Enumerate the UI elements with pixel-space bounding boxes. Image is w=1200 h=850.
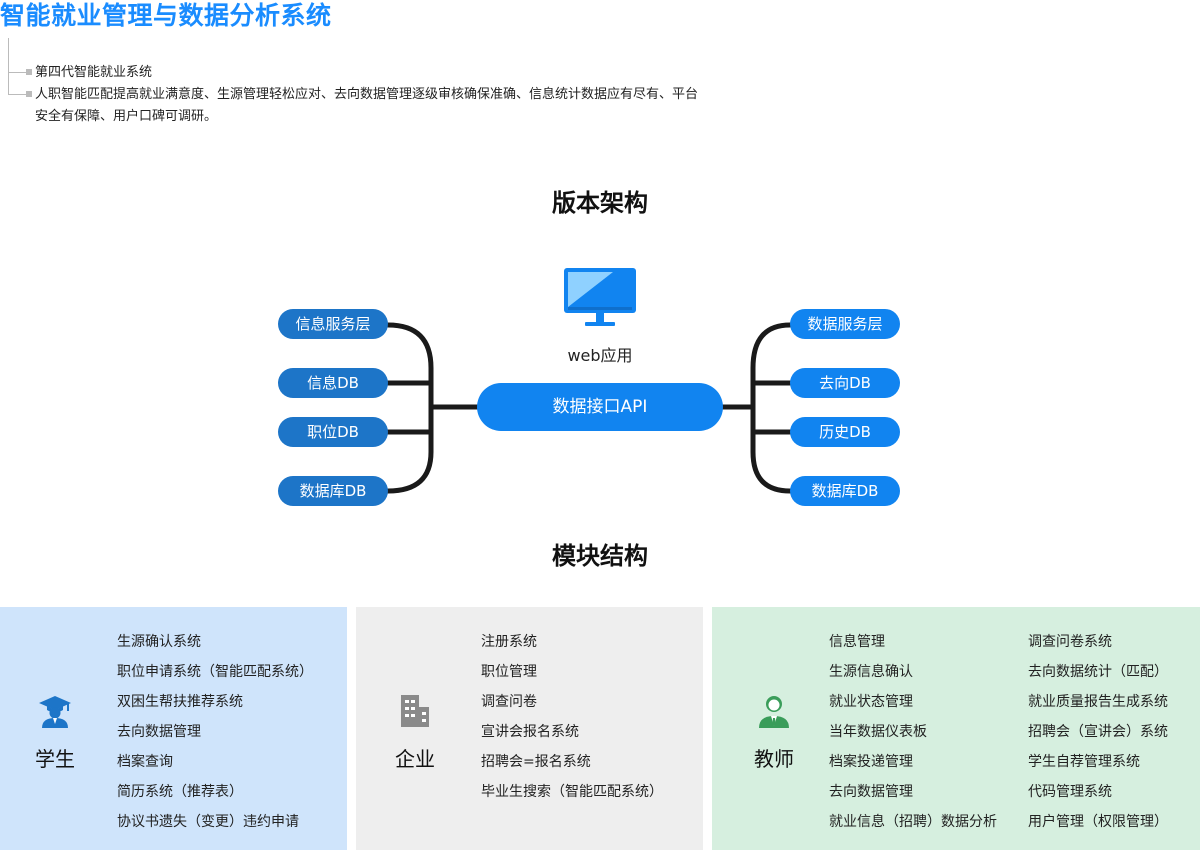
module-item: 双困生帮扶推荐系统 [117,694,243,710]
monitor-icon [564,268,636,326]
intro-text: 第四代智能就业系统 [35,65,153,80]
module-item: 去向数据管理 [829,784,913,800]
tree-branch [8,94,26,95]
module-name: 企业 [395,747,435,771]
api-node: 数据接口API [477,383,723,431]
module-item-list: 调查问卷系统 去向数据统计（匹配） 就业质量报告生成系统 招聘会（宣讲会）系统 … [1028,627,1168,837]
module-item: 档案投递管理 [829,754,913,770]
module-item: 招聘会=报名系统 [481,754,591,770]
teacher-panel: 教师 信息管理 生源信息确认 就业状态管理 当年数据仪表板 档案投递管理 去向数… [712,607,1200,850]
module-item: 用户管理（权限管理） [1028,814,1168,830]
left-bracket [385,322,434,494]
module-item: 协议书遗失（变更）违约申请 [117,814,299,830]
right-bracket [750,322,793,494]
module-item-list: 注册系统 职位管理 调查问卷 宣讲会报名系统 招聘会=报名系统 毕业生搜索（智能… [481,627,663,807]
module-item: 就业质量报告生成系统 [1028,694,1168,710]
module-item: 学生自荐管理系统 [1028,754,1140,770]
module-item: 调查问卷 [481,694,537,710]
tree-connector [8,38,9,94]
module-item: 毕业生搜索（智能匹配系统） [481,784,663,800]
module-item: 去向数据统计（匹配） [1028,664,1168,680]
left-node: 数据库DB [278,476,388,506]
left-node: 职位DB [278,417,388,447]
module-item: 宣讲会报名系统 [481,724,579,740]
module-item: 职位管理 [481,664,537,680]
module-item: 档案查询 [117,754,173,770]
left-node: 信息DB [278,368,388,398]
company-panel: 企业 注册系统 职位管理 调查问卷 宣讲会报名系统 招聘会=报名系统 毕业生搜索… [356,607,703,850]
student-panel: 学生 生源确认系统 职位申请系统（智能匹配系统） 双困生帮扶推荐系统 去向数据管… [0,607,347,850]
module-item: 生源确认系统 [117,634,201,650]
module-item: 招聘会（宣讲会）系统 [1028,724,1168,740]
bullet-icon [26,91,32,97]
module-name: 教师 [754,747,794,771]
module-item-list: 生源确认系统 职位申请系统（智能匹配系统） 双困生帮扶推荐系统 去向数据管理 档… [117,627,313,837]
module-item-list: 信息管理 生源信息确认 就业状态管理 当年数据仪表板 档案投递管理 去向数据管理… [829,627,997,837]
right-node: 去向DB [790,368,900,398]
module-item: 注册系统 [481,634,537,650]
web-app-label: web应用 [567,346,633,365]
module-item: 就业信息（招聘）数据分析 [829,814,997,830]
version-heading: 版本架构 [552,189,648,217]
right-node: 数据库DB [790,476,900,506]
module-name: 学生 [35,747,75,771]
graduate-icon [39,696,71,728]
module-item: 调查问卷系统 [1028,634,1112,650]
bullet-icon [26,69,32,75]
left-node: 信息服务层 [278,309,388,339]
intro-item: 人职智能匹配提高就业满意度、生源管理轻松应对、去向数据管理逐级审核确保准确、信息… [8,84,708,128]
tree-branch [8,72,26,73]
teacher-icon [759,696,789,728]
right-node: 数据服务层 [790,309,900,339]
module-item: 职位申请系统（智能匹配系统） [117,664,313,680]
module-item: 简历系统（推荐表） [117,784,243,800]
page-title: 智能就业管理与数据分析系统 [0,1,332,30]
module-item: 去向数据管理 [117,724,201,740]
module-item: 就业状态管理 [829,694,913,710]
module-item: 生源信息确认 [829,664,913,680]
intro-tree: 第四代智能就业系统 人职智能匹配提高就业满意度、生源管理轻松应对、去向数据管理逐… [8,38,728,128]
building-icon [401,695,429,727]
module-heading: 模块结构 [552,542,648,570]
intro-text: 人职智能匹配提高就业满意度、生源管理轻松应对、去向数据管理逐级审核确保准确、信息… [35,87,699,124]
module-item: 当年数据仪表板 [829,724,927,740]
module-item: 代码管理系统 [1028,784,1112,800]
module-item: 信息管理 [829,634,885,650]
intro-item: 第四代智能就业系统 [8,62,152,84]
right-node: 历史DB [790,417,900,447]
